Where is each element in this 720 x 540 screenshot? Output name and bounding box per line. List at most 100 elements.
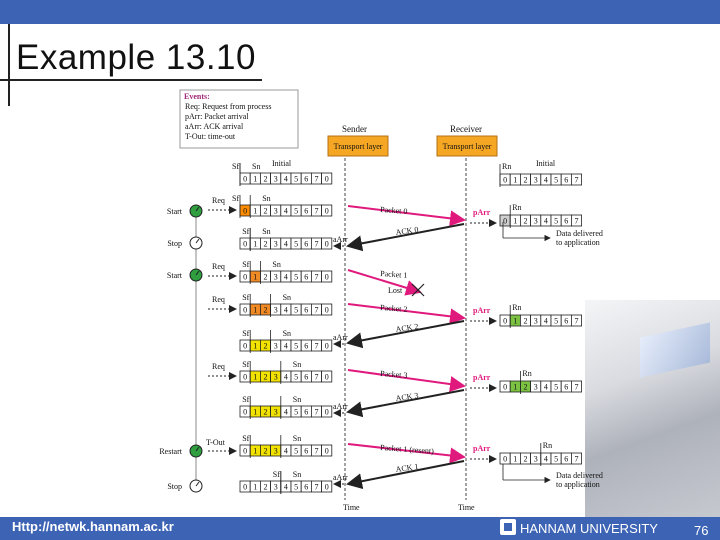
sender-window-cell-label: 2: [264, 447, 268, 456]
sender-window-cell-label: 7: [315, 342, 319, 351]
sender-window-cell: [321, 172, 333, 185]
receiver-window-cell-label: 5: [554, 217, 558, 226]
packet-label: Packet 2: [380, 303, 408, 314]
sender-window-cell-label: 3: [274, 306, 278, 315]
sender-window-cell-label: 1: [253, 207, 257, 216]
parr-label: pArr: [473, 208, 491, 217]
receiver-window-cell-label: 0: [503, 455, 507, 464]
legend-item: aArr: ACK arrival: [185, 122, 244, 131]
timer-hand: [195, 270, 200, 276]
delivered-label: Data delivered: [556, 229, 603, 238]
footer-url[interactable]: Http://netwk.hannam.ac.kr: [12, 519, 174, 534]
receiver-window-cell-label: 0: [503, 217, 507, 226]
sender-window-cell-label: 0: [243, 483, 247, 492]
rn-pointer: Rn: [502, 162, 511, 171]
sender-window-cell-label: 7: [315, 306, 319, 315]
sender-window-cell: [321, 370, 333, 383]
receiver-window-cell-label: 6: [564, 176, 568, 185]
sender-window-cell: [321, 270, 333, 283]
receiver-window-cell-label: 3: [534, 176, 538, 185]
legend-item: pArr: Packet arrival: [185, 112, 249, 121]
timer-label: Restart: [159, 447, 182, 456]
sender-window-cell-label: 3: [274, 273, 278, 282]
sn-pointer: Sn: [283, 293, 291, 302]
ack-arrow: [346, 320, 465, 349]
rn-pointer: Rn: [522, 369, 531, 378]
sender-window-cell-label: 1: [253, 408, 257, 417]
receiver-window-cell-label: 4: [544, 217, 548, 226]
packet-arrow: [347, 269, 422, 296]
sender-window-cell-label: 6: [304, 306, 308, 315]
sender-window-cell: [321, 303, 333, 316]
receiver-window-cell-label: 2: [524, 455, 528, 464]
sender-window-cell-label: 5: [294, 483, 298, 492]
sender-window-cell-label: 3: [274, 447, 278, 456]
receiver-window-cell-label: 0: [503, 383, 507, 392]
aarr-label: aArr: [333, 235, 348, 244]
receiver-window-cell-label: 4: [544, 383, 548, 392]
sender-window-cell-label: 6: [304, 408, 308, 417]
receiver-window-cell-label: 4: [544, 317, 548, 326]
sender-window-cell-label: 7: [315, 483, 319, 492]
aarr-label: aArr: [333, 473, 348, 482]
receiver-window-cell-label: 6: [564, 317, 568, 326]
sender-window-cell-label: 1: [253, 373, 257, 382]
sender-window-cell-label: 4: [284, 240, 288, 249]
receiver-window-cell-label: 1: [513, 217, 517, 226]
packet-label: Packet 1 (resent): [380, 443, 435, 456]
legend-heading: Events:: [184, 92, 210, 101]
req-label: Req: [212, 262, 225, 271]
receiver-window-cell-label: 7: [575, 176, 579, 185]
sender-window-cell-label: 2: [264, 408, 268, 417]
parr-label: pArr: [473, 306, 491, 315]
sender-window-cell-label: 7: [315, 447, 319, 456]
event-markers: StartStopStartRestartStopReqReqReqReqT-O…: [159, 196, 497, 493]
lost-x-icon: [411, 283, 425, 297]
timer-label: Start: [167, 207, 183, 216]
receiver-window-cell-label: 0: [503, 317, 507, 326]
sn-pointer: Sn: [262, 227, 270, 236]
sender-layer-text: Transport layer: [334, 142, 383, 151]
timer-hand: [195, 206, 200, 212]
packet-label: Packet 0: [380, 205, 408, 216]
sender-window-cell-label: 1: [253, 447, 257, 456]
sender-window-cell-label: 7: [315, 373, 319, 382]
receiver-transport-layer: [436, 135, 498, 157]
sender-window-cell-label: 3: [274, 373, 278, 382]
sn-pointer: Sn: [293, 395, 301, 404]
sender-window-cell-label: 2: [264, 207, 268, 216]
sender-window-cell-label: 3: [274, 408, 278, 417]
receiver-window-cell-label: 3: [534, 383, 538, 392]
sender-window-cell-label: 6: [304, 447, 308, 456]
sender-window-cell-label: 3: [274, 342, 278, 351]
req-label: Req: [212, 196, 225, 205]
packet-arrow: [347, 205, 466, 227]
receiver-window-cell: [571, 173, 583, 186]
sender-window-cell-label: 0: [325, 447, 329, 456]
sender-window-cell-label: 1: [253, 483, 257, 492]
receiver-window-cell: [571, 214, 583, 227]
receiver-window-cell-label: 1: [513, 455, 517, 464]
delivered-label: Data delivered: [556, 471, 603, 480]
sender-window-cell-label: 7: [315, 240, 319, 249]
sender-window-cell-label: 4: [284, 447, 288, 456]
packet-label: Packet 3: [380, 369, 408, 380]
parr-label: pArr: [473, 373, 491, 382]
sender-window-cell-label: 7: [315, 207, 319, 216]
sf-pointer: Sf: [242, 329, 249, 338]
sender-window-cell-label: 6: [304, 273, 308, 282]
sf-pointer: Sf: [273, 470, 280, 479]
receiver-window-cell-label: 7: [575, 317, 579, 326]
receiver-window-cell-label: 5: [554, 317, 558, 326]
receiver-window-cell: [571, 452, 583, 465]
sender-time-label: Time: [343, 503, 360, 512]
receiver-window-cell-label: 6: [564, 455, 568, 464]
receiver-window-cell-label: 5: [554, 383, 558, 392]
ack-label: ACK 2: [395, 322, 419, 334]
sender-window-cell-label: 0: [243, 175, 247, 184]
hannam-logo-icon: [500, 519, 516, 535]
receiver-window-cell-label: 7: [575, 383, 579, 392]
packet-arrow: [347, 303, 466, 325]
